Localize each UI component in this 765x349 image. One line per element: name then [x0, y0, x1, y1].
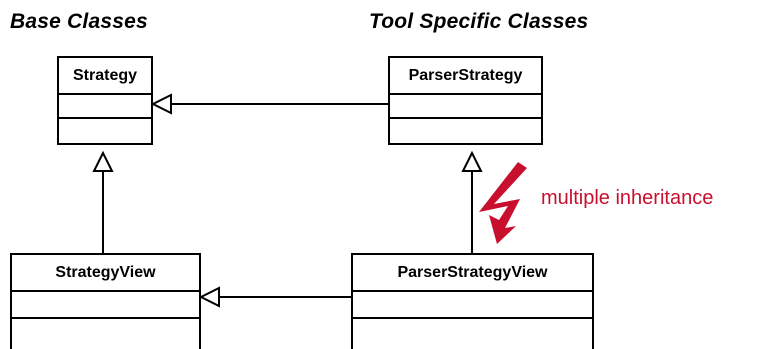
class-strategy-name: Strategy	[59, 58, 151, 95]
heading-base-classes: Base Classes	[10, 10, 148, 33]
class-parserstrategyview: ParserStrategyView	[351, 253, 594, 349]
class-strategyview-name: StrategyView	[12, 255, 199, 292]
class-parserstrategyview-attributes	[353, 292, 592, 319]
class-parserstrategy: ParserStrategy	[388, 56, 543, 145]
class-parserstrategy-operations	[390, 119, 541, 143]
class-strategy-operations	[59, 119, 151, 143]
class-strategyview-attributes	[12, 292, 199, 319]
inheritance-arrowhead-strategy-bottom	[92, 150, 114, 172]
class-strategy: Strategy	[57, 56, 153, 145]
inheritance-arrowhead-strategyview	[198, 286, 220, 308]
class-parserstrategyview-name: ParserStrategyView	[353, 255, 592, 292]
inheritance-arrowhead-parserstrategy	[461, 150, 483, 172]
heading-tool-specific-classes: Tool Specific Classes	[369, 10, 589, 33]
class-parserstrategy-attributes	[390, 95, 541, 119]
lightning-bolt-icon	[479, 162, 527, 244]
class-strategyview: StrategyView	[10, 253, 201, 349]
multiple-inheritance-label: multiple inheritance	[541, 187, 714, 209]
class-strategy-attributes	[59, 95, 151, 119]
inheritance-arrowhead-strategy	[150, 93, 172, 115]
class-parserstrategy-name: ParserStrategy	[390, 58, 541, 95]
